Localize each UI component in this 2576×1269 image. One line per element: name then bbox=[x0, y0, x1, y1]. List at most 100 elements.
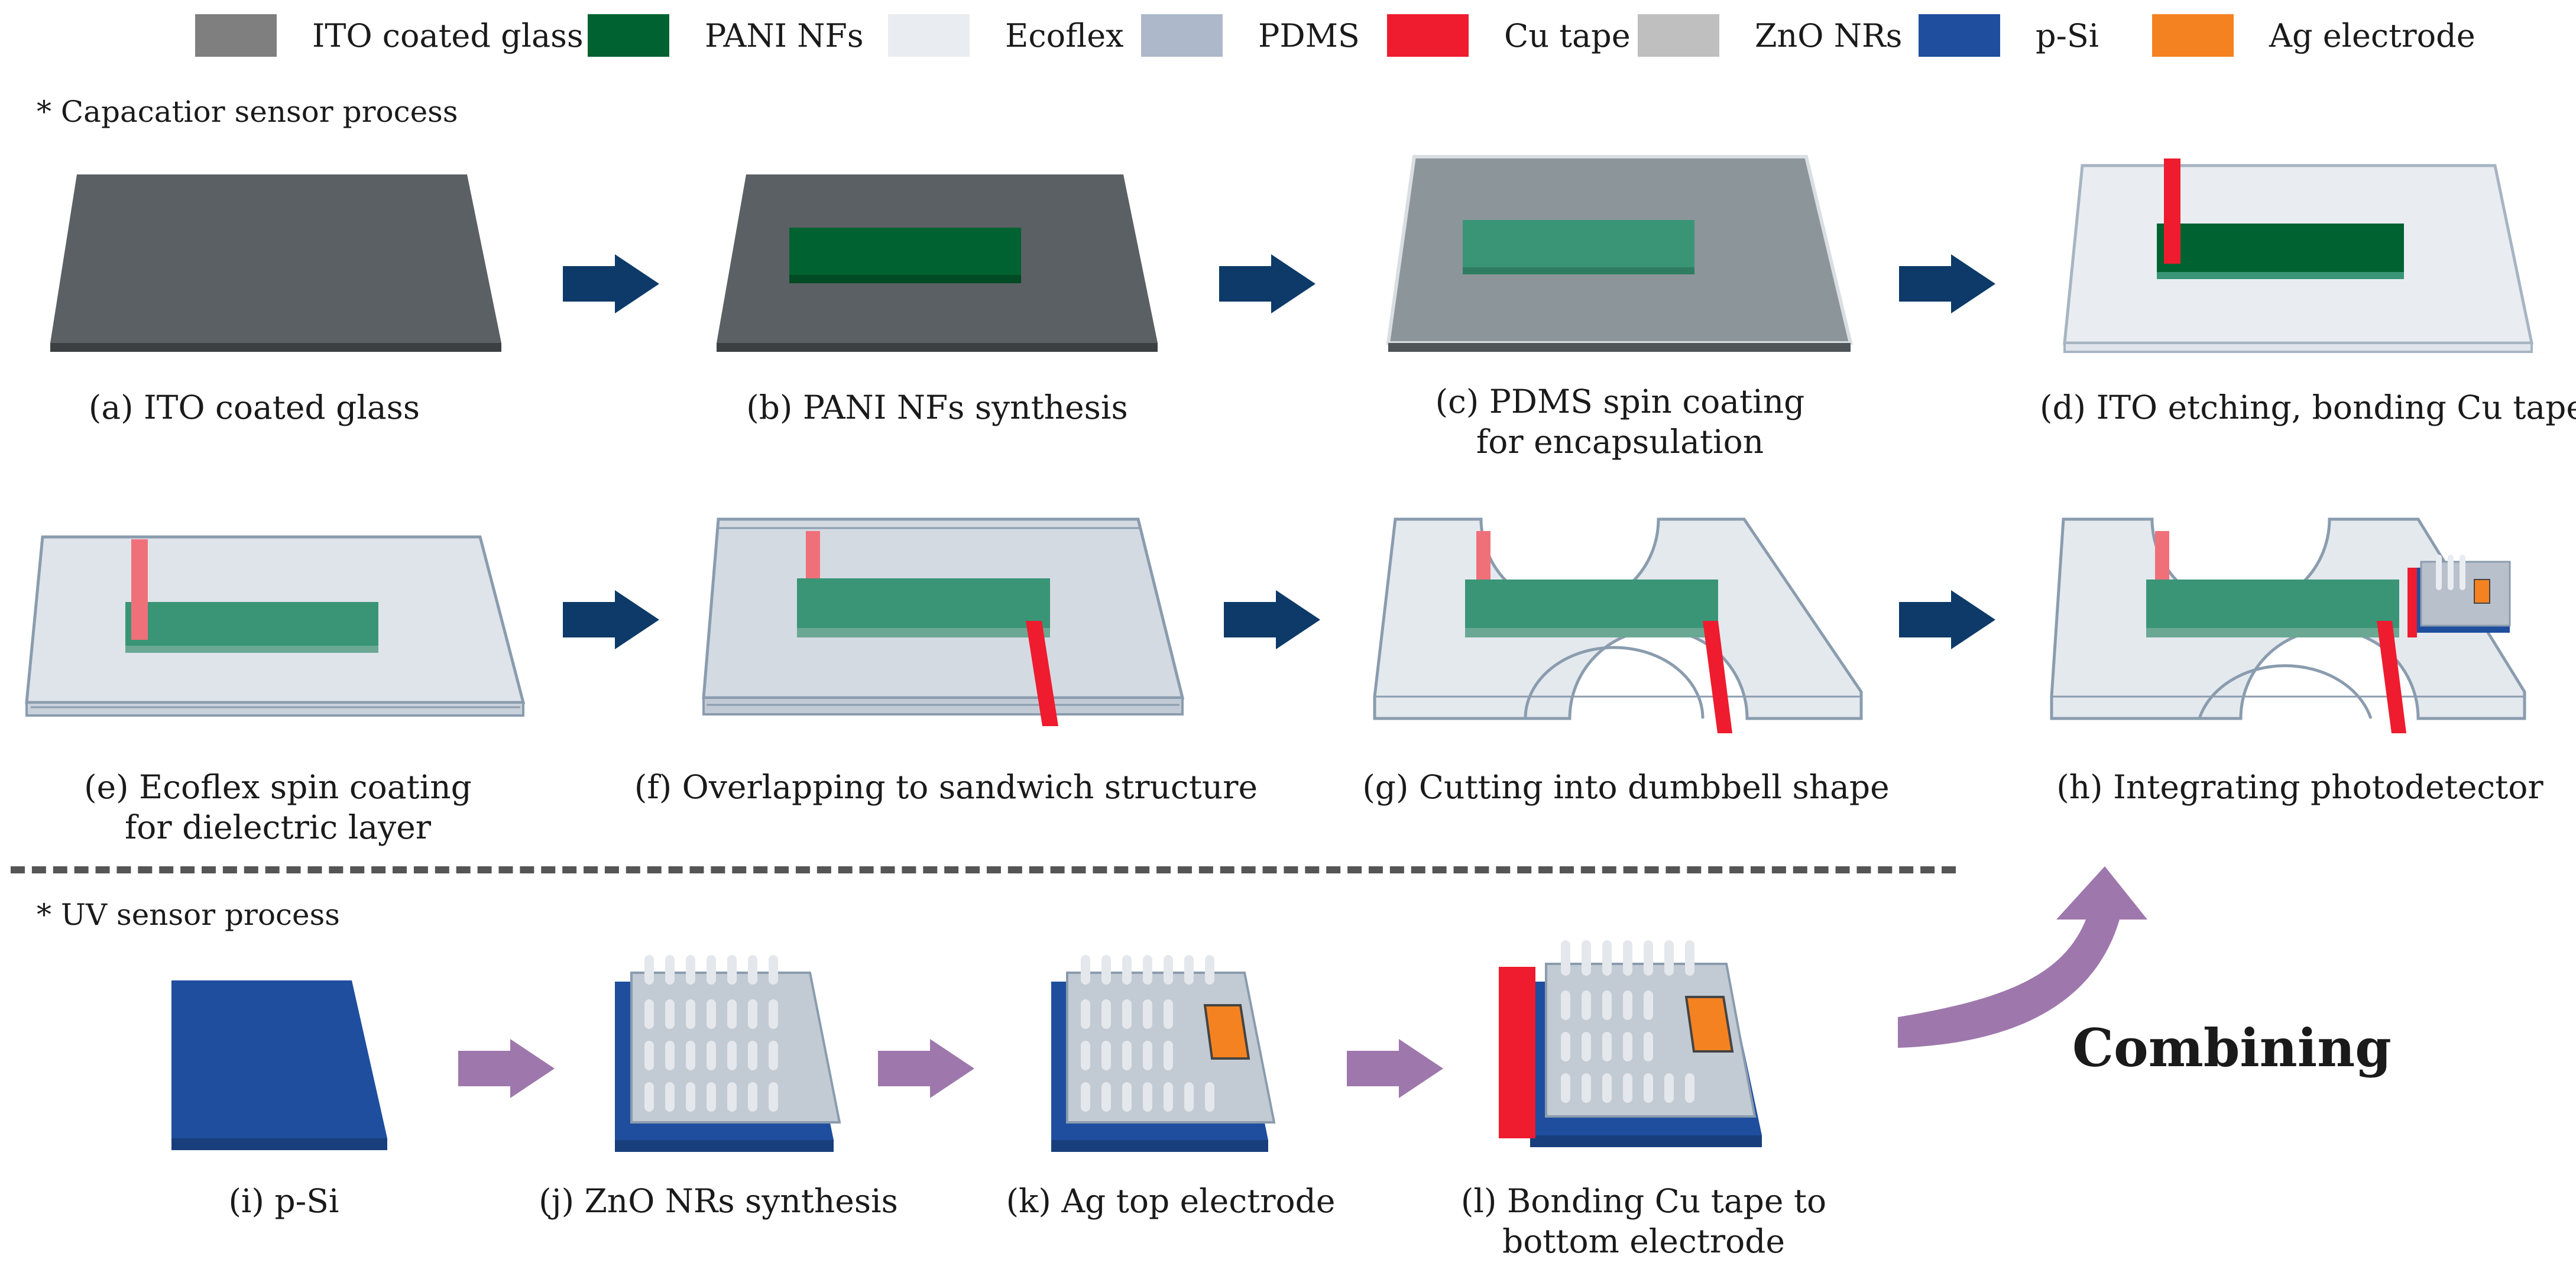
arrow-b-to-c-icon bbox=[1219, 254, 1315, 313]
ito-glass-edge bbox=[50, 343, 501, 352]
legend-label-pani: PANI NFs bbox=[705, 17, 864, 54]
step-a-illustration bbox=[50, 174, 501, 352]
legend-item-ito: ITO coated glass bbox=[195, 12, 584, 59]
cu-tape-top bbox=[806, 531, 820, 585]
legend-label-pdms: PDMS bbox=[1258, 17, 1360, 54]
legend-item-ag: Ag electrode bbox=[2152, 12, 2475, 59]
mini-nanorod bbox=[2460, 555, 2465, 590]
pani-encapsulated-edge bbox=[797, 628, 1050, 637]
step-g-illustration bbox=[1373, 517, 1863, 733]
step-caption-a: (a) ITO coated glass bbox=[59, 387, 449, 428]
zno-nanorods bbox=[1081, 955, 1214, 1112]
caption-line: (h) Integrating photodetector bbox=[2056, 768, 2543, 806]
caption-line: for dielectric layer bbox=[124, 808, 432, 846]
dumbbell-notch-bottom bbox=[1524, 646, 1705, 719]
zno-nanorods bbox=[644, 955, 778, 1112]
dumbbell-notch-bottom bbox=[2198, 664, 2373, 719]
pani-encapsulated bbox=[797, 578, 1050, 628]
legend: ITO coated glass PANI NFs Ecoflex PDMS C… bbox=[195, 12, 2501, 59]
caption-line: (e) Ecoflex spin coating bbox=[84, 768, 472, 806]
mini-photodetector-cu bbox=[2407, 568, 2417, 637]
combining-arrow-icon bbox=[1898, 866, 2147, 1048]
legend-swatch-ito bbox=[195, 14, 277, 57]
pani-encapsulated-edge bbox=[1465, 628, 1718, 637]
step-h-illustration bbox=[2050, 517, 2526, 733]
caption-line: (g) Cutting into dumbbell shape bbox=[1362, 768, 1890, 806]
arrow-f-to-g-icon bbox=[1224, 590, 1320, 649]
process-divider bbox=[11, 866, 1956, 873]
pdms-edge bbox=[1388, 343, 1851, 352]
step-e-illustration bbox=[25, 535, 526, 717]
caption-line: for encapsulation bbox=[1476, 423, 1764, 461]
step-caption-l: (l) Bonding Cu tape to bottom electrode bbox=[1443, 1181, 1845, 1261]
cu-tape-bottom bbox=[1026, 621, 1058, 726]
section-title-capacitor: * Capacatior sensor process bbox=[37, 95, 458, 129]
psi-substrate bbox=[171, 980, 387, 1138]
mini-nanorod bbox=[2436, 555, 2442, 590]
arrow-j-to-k-icon bbox=[878, 1039, 974, 1098]
legend-swatch-ag bbox=[2152, 14, 2234, 57]
step-caption-f: (f) Overlapping to sandwich structure bbox=[597, 767, 1295, 807]
legend-label-cu: Cu tape bbox=[1504, 17, 1631, 54]
step-j-illustration bbox=[615, 955, 841, 1152]
arrow-g-to-h-icon bbox=[1899, 590, 1995, 649]
pani-layer bbox=[789, 228, 1021, 275]
ag-electrode bbox=[1203, 1004, 1250, 1060]
legend-swatch-psi bbox=[1919, 14, 2000, 57]
combining-label: Combining bbox=[2072, 1017, 2392, 1079]
caption-line: (b) PANI NFs synthesis bbox=[746, 389, 1128, 426]
pani-encapsulated bbox=[1463, 220, 1694, 267]
pani-encapsulated bbox=[2146, 580, 2399, 628]
legend-item-cu: Cu tape bbox=[1387, 12, 1631, 59]
psi-substrate-edge bbox=[1530, 1135, 1762, 1147]
legend-swatch-zno bbox=[1638, 14, 1719, 57]
step-caption-c: (c) PDMS spin coating for encapsulation bbox=[1378, 381, 1862, 462]
arrow-a-to-b-icon bbox=[563, 254, 659, 313]
caption-line: (k) Ag top electrode bbox=[1006, 1182, 1336, 1220]
caption-line: (f) Overlapping to sandwich structure bbox=[634, 768, 1258, 806]
pani-encapsulated-edge bbox=[1463, 267, 1694, 274]
pani-encapsulated bbox=[125, 602, 378, 646]
caption-line: (c) PDMS spin coating bbox=[1435, 383, 1805, 420]
caption-line: (j) ZnO NRs synthesis bbox=[539, 1182, 898, 1220]
legend-item-pdms: PDMS bbox=[1141, 12, 1360, 59]
legend-label-zno: ZnO NRs bbox=[1755, 17, 1903, 54]
caption-line: (l) Bonding Cu tape to bbox=[1460, 1182, 1827, 1220]
legend-label-psi: p-Si bbox=[2036, 17, 2099, 54]
legend-label-ag: Ag electrode bbox=[2269, 17, 2475, 54]
legend-swatch-ecoflex bbox=[888, 14, 970, 57]
psi-substrate-edge bbox=[615, 1140, 834, 1152]
step-c-illustration bbox=[1386, 155, 1853, 352]
legend-swatch-pdms bbox=[1141, 14, 1223, 57]
cu-tape bbox=[1499, 967, 1535, 1138]
pani-encapsulated-edge bbox=[2146, 628, 2399, 637]
step-caption-e: (e) Ecoflex spin coating for dielectric … bbox=[35, 767, 520, 847]
step-caption-i: (i) p-Si bbox=[171, 1181, 396, 1221]
legend-swatch-cu bbox=[1387, 14, 1469, 57]
caption-line: bottom electrode bbox=[1502, 1222, 1786, 1260]
step-caption-b: (b) PANI NFs synthesis bbox=[683, 387, 1191, 428]
sandwich-slab-bottom bbox=[702, 697, 1184, 716]
ecoflex-slab-edge bbox=[2063, 342, 2533, 353]
step-caption-j: (j) ZnO NRs synthesis bbox=[529, 1181, 908, 1221]
step-d-illustration bbox=[2063, 158, 2534, 353]
pani-layer-edge bbox=[789, 275, 1021, 283]
pani-encapsulated-edge bbox=[125, 646, 378, 653]
ito-glass-edge bbox=[717, 343, 1158, 352]
arrow-e-to-f-icon bbox=[563, 590, 659, 649]
zno-nanorods bbox=[1561, 940, 1694, 1103]
cu-tape bbox=[131, 539, 148, 640]
caption-line: (i) p-Si bbox=[228, 1182, 339, 1220]
legend-item-pani: PANI NFs bbox=[588, 12, 864, 59]
legend-item-zno: ZnO NRs bbox=[1638, 12, 1902, 59]
pani-layer bbox=[2157, 224, 2404, 272]
pani-encapsulated bbox=[1465, 580, 1718, 628]
cu-tape-top bbox=[2155, 531, 2169, 581]
mini-photodetector-ag bbox=[2474, 579, 2490, 604]
mini-nanorod bbox=[2448, 555, 2454, 590]
caption-line: (a) ITO coated glass bbox=[88, 389, 420, 426]
psi-substrate-edge bbox=[171, 1138, 387, 1150]
arrow-c-to-d-icon bbox=[1899, 254, 1995, 313]
cu-tape-bottom bbox=[2377, 621, 2406, 733]
